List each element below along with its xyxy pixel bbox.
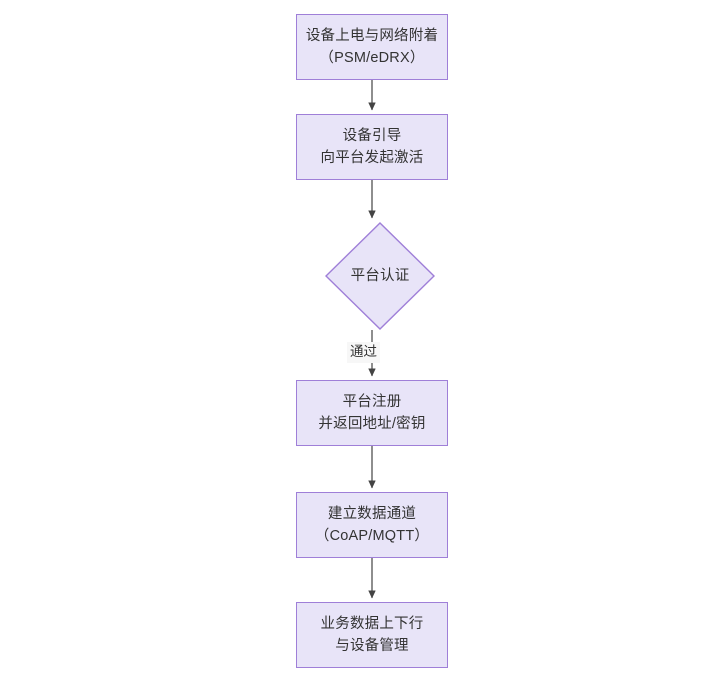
node-channel[interactable]: 建立数据通道 （CoAP/MQTT） xyxy=(296,492,448,558)
node-bootstrap[interactable]: 设备引导 向平台发起激活 xyxy=(296,114,448,180)
node-register-line-2: 并返回地址/密钥 xyxy=(318,416,426,432)
diamond-shape xyxy=(325,222,435,330)
node-power-attach-line-1: 设备上电与网络附着 xyxy=(305,27,439,44)
node-register-line-1: 平台注册 xyxy=(342,393,402,410)
node-power-attach[interactable]: 设备上电与网络附着 （PSM/eDRX） xyxy=(296,14,448,80)
node-bootstrap-line-1: 设备引导 xyxy=(342,127,402,144)
node-power-attach-line-2: （PSM/eDRX） xyxy=(319,50,425,66)
node-business[interactable]: 业务数据上下行 与设备管理 xyxy=(296,602,448,668)
node-auth-decision[interactable]: 平台认证 xyxy=(325,222,435,330)
node-register[interactable]: 平台注册 并返回地址/密钥 xyxy=(296,380,448,446)
node-bootstrap-line-2: 向平台发起激活 xyxy=(320,150,424,166)
node-auth-label: 平台认证 xyxy=(350,267,410,284)
node-channel-line-1: 建立数据通道 xyxy=(327,505,417,522)
edge-label-pass: 通过 xyxy=(347,342,380,363)
node-business-line-2: 与设备管理 xyxy=(335,638,409,654)
node-channel-line-2: （CoAP/MQTT） xyxy=(314,528,430,544)
node-business-line-1: 业务数据上下行 xyxy=(320,615,424,632)
